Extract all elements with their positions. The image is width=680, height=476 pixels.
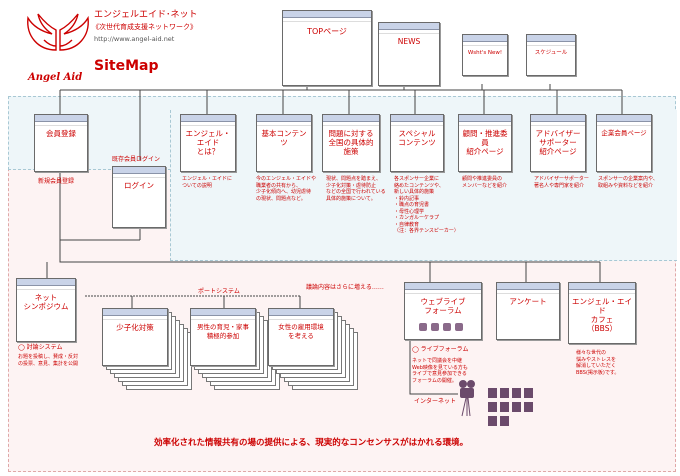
camera-audience-icon [459, 380, 533, 426]
women-work-window[interactable]: 女性の雇用環境 を考える [268, 308, 334, 366]
women-work-label: 女性の雇用環境 を考える [278, 323, 324, 340]
angel-aid-cafe-desc: 様々な世代の 悩みやストレスを 解消していただく BBS(掲示板)です。 [576, 350, 620, 376]
web-live-forum-desc: ネットで同議会を中継 Web映像を見ている方も ライブで意見参加できる フォーラ… [412, 358, 468, 384]
login-label: ログイン [124, 181, 154, 190]
advisors-window[interactable]: 顧問・推進委員 紹介ページ [458, 114, 512, 172]
about-label: エンジェル・エイド とは？ [185, 129, 231, 156]
port-system-label: ポートシステム [198, 288, 240, 295]
measures-label: 問題に対する 全国の具体的施策 [328, 129, 374, 156]
men-housework-window[interactable]: 男性の育児・家事 積極的参加 [190, 308, 256, 366]
basic-contents-desc: 今のエンジェル・エイドや 職業者の共有から、 少子化傾向へ、幼児虐待 の現状、問… [256, 176, 317, 202]
net-symposium-desc: お題を投稿し、賛成・反対 の投票、意見、集計を公開 [18, 354, 79, 367]
brand-url: http://www.angel-aid.net [94, 35, 175, 43]
login-window[interactable]: ログイン [112, 166, 166, 228]
survey-window[interactable]: アンケート [496, 282, 560, 340]
angel-aid-cafe-label: エンジェル・エイド カフェ （BBS） [572, 297, 632, 333]
top-page-window[interactable]: TOPページ [282, 10, 372, 86]
web-live-forum-label: ウェブライブ フォーラム [420, 297, 466, 315]
corporate-members-desc: スポンサーの企業案内や、 取組みや資料などを紹介 [598, 176, 658, 189]
net-symposium-window[interactable]: ネット シンポジウム [16, 278, 76, 342]
audience-icon [419, 323, 463, 331]
live-forum-label: ◯ ライブフォーラム [412, 346, 469, 353]
existing-member-login-label: 既存会員ログイン [112, 156, 161, 163]
whats-new-label: Wsht's New! [467, 50, 503, 56]
advisors-desc: 顧問や推進委員の メンバーなどを紹介 [462, 176, 508, 189]
corporate-members-window[interactable]: 企業会員ページ [596, 114, 652, 172]
new-member-registration-label: 新規会員登録 [38, 178, 75, 185]
footer-tagline: 効率化された情報共有の場の提供による、現実的なコンセンサスがはかれる環境。 [154, 438, 469, 448]
net-symposium-label: ネット シンポジウム [23, 293, 69, 311]
whats-new-window[interactable]: Wsht's New! [462, 34, 508, 76]
angel-aid-cafe-window[interactable]: エンジェル・エイド カフェ （BBS） [568, 282, 636, 344]
about-window[interactable]: エンジェル・エイド とは？ [180, 114, 236, 172]
top-page-label: TOPページ [307, 27, 347, 36]
brand-title: エンジェルエイド･ネット [94, 10, 198, 20]
angel-wings-logo [27, 13, 89, 51]
web-live-forum-window[interactable]: ウェブライブ フォーラム [404, 282, 482, 340]
corporate-members-label: 企業会員ページ [601, 129, 647, 137]
news-label: NEWS [397, 37, 421, 46]
adviser-supporter-label: アドバイザー サポーター 紹介ページ [535, 129, 581, 156]
adviser-supporter-window[interactable]: アドバイザー サポーター 紹介ページ [530, 114, 586, 172]
special-contents-label: スペシャル コンテンツ [398, 129, 436, 147]
news-window[interactable]: NEWS [378, 22, 440, 86]
debate-system-label: ◯ 討論システム [18, 344, 63, 351]
about-desc: エンジェル・エイドに ついての説明 [182, 176, 233, 189]
brand-subtitle: 《次世代育成支援ネットワーク》 [92, 23, 197, 31]
member-registration-label: 会員登録 [46, 129, 76, 138]
survey-label: アンケート [509, 297, 547, 306]
measures-window[interactable]: 問題に対する 全国の具体的施策 [322, 114, 380, 172]
more-topics-label: 議論内容はさらに増える…… [306, 284, 384, 291]
measures-desc: 現状、問題点を踏まえ、 少子化対策・虐待防止 などの全国で行われている 具体的施… [326, 176, 386, 202]
special-contents-window[interactable]: スペシャル コンテンツ [390, 114, 444, 172]
men-housework-label: 男性の育児・家事 積極的参加 [197, 323, 249, 340]
adviser-supporter-desc: アドバイザーサポーター 著名人や専門家を紹介 [534, 176, 589, 189]
internet-label: インターネット [414, 398, 457, 405]
low-birth-label: 少子化対策 [116, 323, 154, 332]
brand-name: Angel Aid [28, 72, 83, 83]
sitemap-heading: SiteMap [94, 58, 159, 74]
advisors-label: 顧問・推進委員 紹介ページ [462, 129, 508, 156]
member-registration-window[interactable]: 会員登録 [34, 114, 88, 172]
basic-contents-window[interactable]: 基本コンテンツ [256, 114, 312, 172]
schedule-window[interactable]: スケジュール [526, 34, 576, 76]
low-birth-window[interactable]: 少子化対策 [102, 308, 168, 366]
special-contents-desc: 各スポンサー企業に 絡めたコンテンツや、 新しい具体的施策 ・鈴内記事 ・職点の… [394, 176, 459, 234]
basic-contents-label: 基本コンテンツ [261, 129, 307, 147]
schedule-label: スケジュール [534, 50, 568, 56]
